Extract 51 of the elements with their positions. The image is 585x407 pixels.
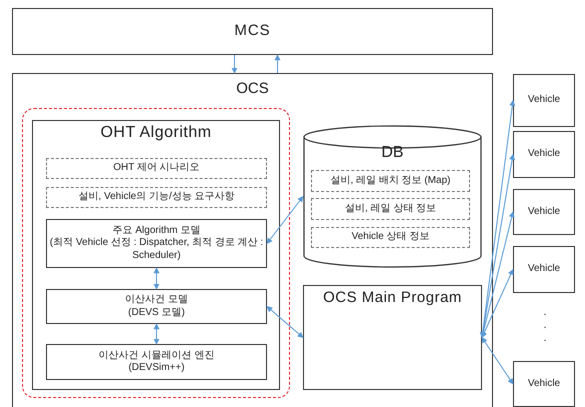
vehicle-box xyxy=(513,74,575,127)
ellipsis-dot: . xyxy=(543,332,547,344)
connector-arrow xyxy=(154,267,160,290)
box-subtitle: (DEVS 모델) xyxy=(128,306,185,319)
connector-arrow xyxy=(266,196,304,244)
box-title: Vehicle xyxy=(528,206,560,218)
connector-arrow xyxy=(266,306,304,338)
info-item xyxy=(311,198,470,220)
ellipsis-dot: . xyxy=(543,319,547,331)
info-item xyxy=(46,187,267,208)
box-subtitle: (DEVSim++) xyxy=(128,362,185,374)
info-item xyxy=(46,158,267,179)
box-title: OCS xyxy=(236,80,269,99)
info-item xyxy=(311,227,470,248)
box-title: Vehicle xyxy=(528,378,560,390)
box-title: 설비, Vehicle의 기능/성능 요구사항 xyxy=(78,191,235,204)
box-title: Vehicle xyxy=(528,263,560,276)
box-title: Vehicle 상태 정보 xyxy=(352,231,430,244)
connector-arrow xyxy=(481,268,514,338)
connector-arrow xyxy=(482,336,514,385)
box-subtitle: (최적 Vehicle 선정 : Dispatcher, 최적 경로 계산 : Scheduler) xyxy=(49,237,264,262)
connector-arrow xyxy=(480,100,516,338)
box-title: MCS xyxy=(234,22,271,41)
info-item xyxy=(311,170,470,192)
box-title: 주요 Algorithm 모델 xyxy=(112,224,200,238)
box-title: 설비, 레일 배치 정보 (Map) xyxy=(330,174,450,188)
process-box xyxy=(46,344,267,380)
ellipsis-dot: . xyxy=(543,306,547,318)
process-box xyxy=(46,289,267,324)
box-title: Vehicle xyxy=(528,94,560,107)
box-title: Vehicle xyxy=(528,148,560,161)
connector-arrow xyxy=(232,54,238,74)
system-container xyxy=(12,73,493,407)
box-title: 이산사건 모델 xyxy=(125,294,188,306)
program-box xyxy=(303,285,482,390)
box-title: 설비, 레일 상태 정보 xyxy=(344,202,436,216)
box-title: OCS Main Program xyxy=(323,289,462,308)
box-title: DB xyxy=(381,143,404,163)
process-box xyxy=(46,219,267,268)
box-title: OHT Algorithm xyxy=(100,123,212,143)
vehicle-box xyxy=(513,189,575,235)
connector-arrow xyxy=(480,211,515,338)
vehicle-box xyxy=(513,131,575,178)
connector-arrow xyxy=(154,323,160,345)
connector-arrow xyxy=(480,154,516,338)
box-title: 이산사건 시뮬레이션 엔진 xyxy=(98,350,214,362)
system-box xyxy=(12,8,493,55)
vehicle-box xyxy=(513,361,575,407)
connector-arrow xyxy=(274,54,280,74)
box-title: OHT 제어 시나리오 xyxy=(113,162,200,175)
vehicle-box xyxy=(513,246,575,293)
